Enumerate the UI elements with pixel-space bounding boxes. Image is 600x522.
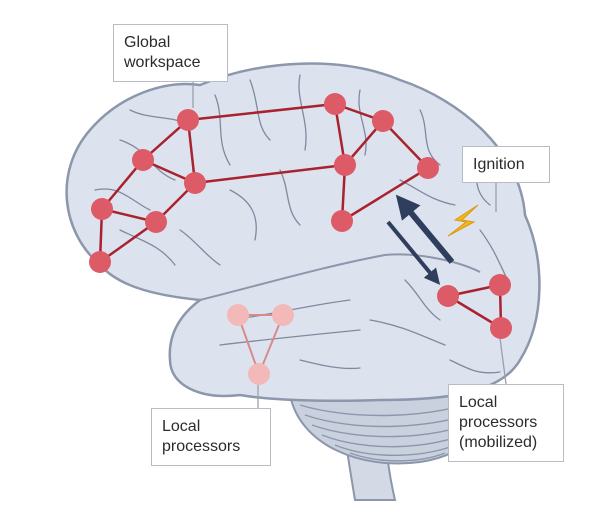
local-processors-node xyxy=(248,363,270,385)
global-workspace-node xyxy=(184,172,206,194)
mobilized-processors-node xyxy=(490,317,512,339)
callout-local-processors: Local processors xyxy=(151,408,271,466)
callout-global-workspace-line-1: Global xyxy=(124,34,171,51)
mobilized-processors-network xyxy=(437,274,512,339)
processor-networks xyxy=(89,93,512,385)
callout-global-workspace-line-2: workspace xyxy=(124,54,201,71)
local-processors-node xyxy=(272,304,294,326)
global-workspace-node xyxy=(372,110,394,132)
callout-mobilized-line-3: (mobilized) xyxy=(459,434,538,451)
callout-global-workspace: Global workspace xyxy=(113,24,228,82)
ignition-arrows xyxy=(386,194,455,285)
local-processors-node xyxy=(227,304,249,326)
callout-ignition-line-1: Ignition xyxy=(473,156,525,173)
global-workspace-node xyxy=(132,149,154,171)
lightning-bolt-icon xyxy=(447,204,479,237)
callout-local-processors-mobilized: Local processors (mobilized) xyxy=(448,384,564,462)
callout-local-processors-line-1: Local xyxy=(162,418,201,435)
global-workspace-edge xyxy=(341,166,429,223)
global-workspace-node xyxy=(89,251,111,273)
global-workspace-node xyxy=(331,210,353,232)
global-workspace-node xyxy=(91,198,113,220)
lightning-bolt-shape xyxy=(447,204,479,237)
global-workspace-node xyxy=(417,157,439,179)
local-processors-network xyxy=(227,304,294,385)
global-workspace-node xyxy=(177,109,199,131)
global-workspace-edge xyxy=(187,102,336,122)
callout-mobilized-line-2: processors xyxy=(459,414,538,431)
global-workspace-node xyxy=(324,93,346,115)
mobilized-processors-node xyxy=(489,274,511,296)
global-workspace-edge xyxy=(194,163,346,185)
arrow-down-icon xyxy=(386,220,441,285)
mobilized-processors-node xyxy=(437,285,459,307)
callout-ignition: Ignition xyxy=(462,146,550,183)
cerebrum xyxy=(65,62,541,403)
callout-mobilized-line-1: Local xyxy=(459,394,498,411)
global-workspace-edge xyxy=(99,220,157,264)
global-workspace-network xyxy=(89,93,439,273)
global-workspace-node xyxy=(145,211,167,233)
global-workspace-node xyxy=(334,154,356,176)
callout-local-processors-line-2: processors xyxy=(162,438,241,455)
arrow-up-icon xyxy=(395,194,455,264)
